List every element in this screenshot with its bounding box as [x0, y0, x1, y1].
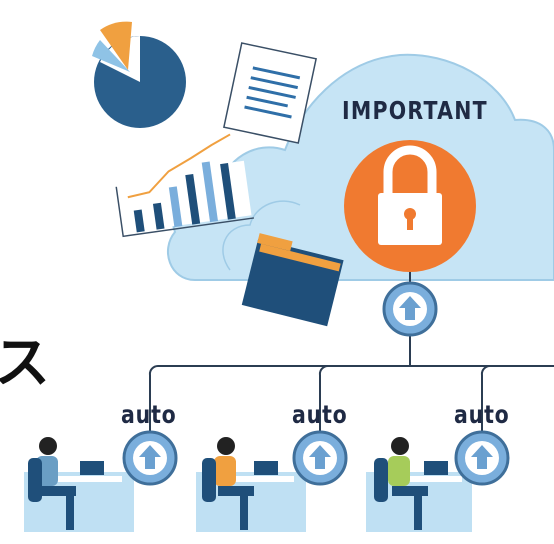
important-label: IMPORTANT	[342, 96, 488, 125]
upload-arrow-icon	[382, 281, 438, 337]
workstation-2	[196, 437, 306, 532]
partial-heading: ス	[0, 331, 50, 396]
bar-chart-icon	[115, 133, 255, 238]
auto-label-2: auto	[292, 400, 348, 429]
auto-label-3: auto	[454, 400, 510, 429]
network-lines	[148, 272, 554, 432]
workstation-3	[366, 437, 472, 532]
upload-arrow-icon	[292, 430, 348, 486]
folder-icon	[241, 233, 344, 327]
upload-arrow-icon	[122, 430, 178, 486]
lock-badge	[344, 140, 476, 272]
pie-chart-icon	[92, 21, 186, 128]
upload-arrow-icon	[454, 430, 510, 486]
workstation-1	[24, 437, 134, 532]
auto-label-1: auto	[121, 400, 177, 429]
document-icon	[223, 42, 317, 144]
